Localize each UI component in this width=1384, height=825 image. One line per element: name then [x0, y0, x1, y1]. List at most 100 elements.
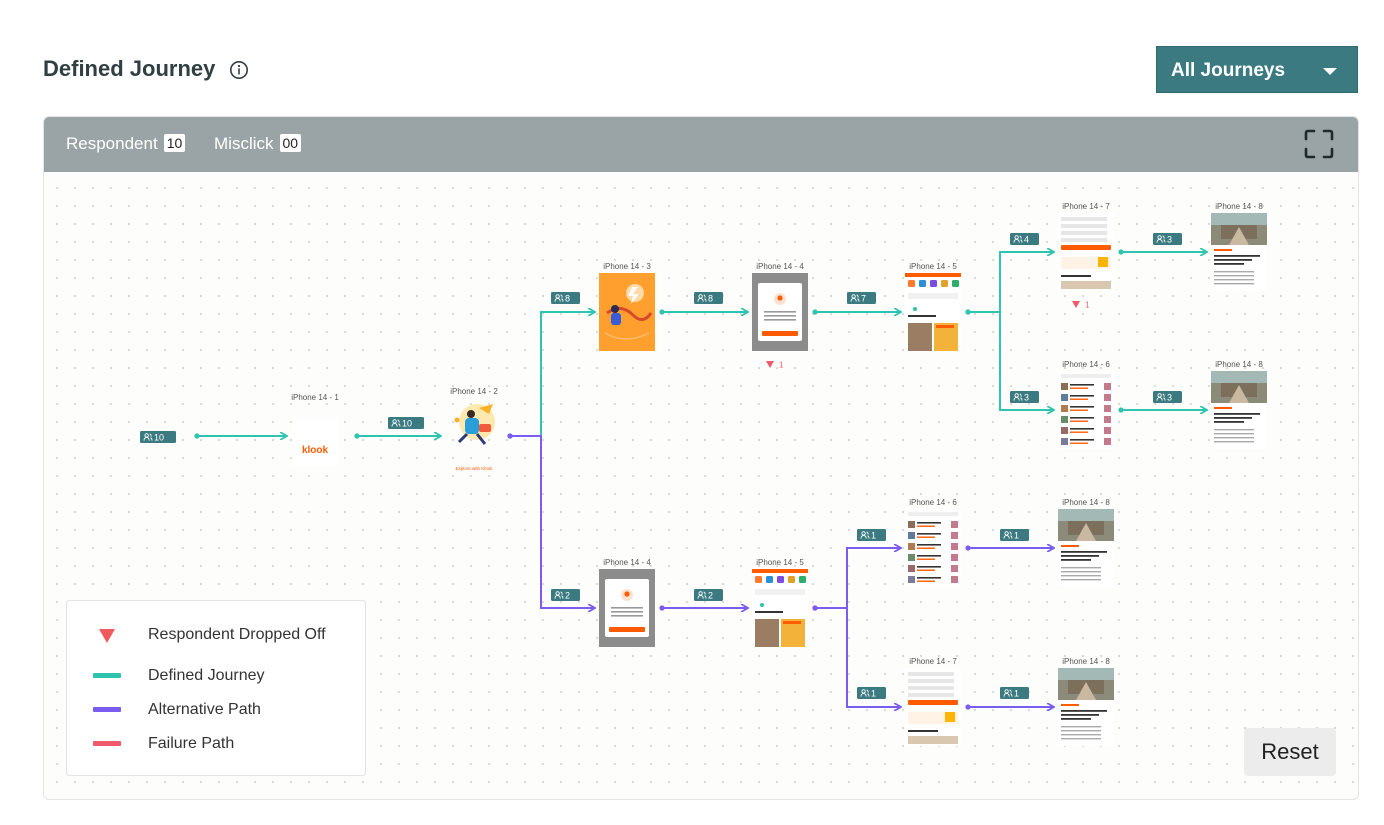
location-pin-icon [624, 591, 630, 597]
expand-icon[interactable] [1304, 129, 1334, 159]
defined-path-edge [965, 309, 1053, 410]
alternative-path-edge [507, 433, 594, 608]
edge-count-badge: 3 [1010, 391, 1039, 403]
edge-start-dot [965, 545, 971, 551]
journey-node[interactable]: iPhone 14 - 7 [1058, 202, 1114, 291]
dropoff-count: 1 [779, 361, 784, 370]
journey-node[interactable]: iPhone 14 - 4 [752, 262, 808, 351]
legend: Respondent Dropped Off Defined Journey A… [66, 600, 366, 776]
people-icon [143, 433, 153, 441]
list-thumbnail [1061, 427, 1068, 434]
respondent-count: 10 [154, 433, 164, 443]
journey-node[interactable]: iPhone 14 - 1 klook [291, 393, 339, 466]
edge-count-badge: 3 [1153, 233, 1182, 245]
node-label: iPhone 14 - 6 [909, 498, 957, 507]
respondent-count: 3 [1167, 393, 1172, 403]
node-label: iPhone 14 - 8 [1215, 360, 1263, 369]
list-thumbnail [908, 554, 915, 561]
defined-path-edge [965, 252, 1053, 315]
journey-node[interactable]: iPhone 14 - 5 [752, 558, 808, 647]
list-thumbnail [1061, 438, 1068, 445]
alternative-path-edge [659, 605, 747, 610]
respondent-count: 3 [1167, 235, 1172, 245]
edge-count-badge: 1 [1000, 529, 1029, 541]
dropoff-triangle-icon [99, 629, 115, 643]
journey-node[interactable]: iPhone 14 - 7 [905, 657, 961, 746]
defined-path-edge [507, 312, 594, 439]
people-icon [391, 419, 401, 427]
edge-count-badge: 2 [694, 589, 723, 601]
journey-filter-dropdown[interactable]: All Journeys [1156, 46, 1358, 93]
respondent-count: 3 [1024, 393, 1029, 403]
edge-count-badge: 8 [694, 292, 723, 304]
node-label: iPhone 14 - 1 [291, 393, 339, 402]
journey-node[interactable]: iPhone 14 - 8 [1058, 498, 1114, 587]
respondent-count: 1 [871, 531, 876, 541]
respondent-count: 7 [861, 294, 866, 304]
people-icon [1156, 235, 1166, 243]
dropoff-marker: 1 [766, 361, 784, 370]
dropoff-count: 1 [1085, 301, 1090, 310]
destination-photo [908, 323, 932, 351]
people-icon [850, 294, 860, 302]
journey-node[interactable]: iPhone 14 - 8 [1058, 657, 1114, 746]
respondent-count-badge: 10 [163, 134, 186, 152]
node-label: iPhone 14 - 2 [450, 387, 498, 396]
alternative-path-edge [965, 704, 1053, 709]
node-label: iPhone 14 - 8 [1062, 657, 1110, 666]
node-label: iPhone 14 - 6 [1062, 360, 1110, 369]
people-icon [860, 689, 870, 697]
respondent-count: 8 [708, 294, 713, 304]
defined-path-edge [1118, 407, 1206, 412]
list-thumbnail [1061, 383, 1068, 390]
node-label: iPhone 14 - 4 [603, 558, 651, 567]
info-circle-icon[interactable] [229, 60, 249, 80]
list-thumbnail [1061, 405, 1068, 412]
legend-failure-label: Failure Path [148, 735, 235, 752]
node-label: iPhone 14 - 7 [909, 657, 957, 666]
misclick-label: Misclick [214, 134, 274, 153]
journey-node[interactable]: iPhone 14 - 6 [1058, 360, 1114, 449]
respondent-count: 1 [1014, 531, 1019, 541]
node-label: iPhone 14 - 7 [1062, 202, 1110, 211]
edge-line [968, 252, 1053, 313]
edge-line [815, 548, 900, 609]
people-icon [860, 531, 870, 539]
edge-start-dot [1118, 249, 1124, 255]
edge-start-dot [659, 605, 665, 611]
legend-failure: Failure Path [67, 735, 365, 759]
node-label: iPhone 14 - 5 [909, 262, 957, 271]
journey-node[interactable]: iPhone 14 - 8 [1211, 202, 1267, 291]
list-thumbnail [908, 521, 915, 528]
people-icon [554, 591, 564, 599]
edge-line [510, 312, 594, 437]
klook-logo: klook [302, 445, 329, 456]
allow-button [762, 331, 798, 336]
defined-path-edge [659, 309, 747, 314]
reset-button[interactable]: Reset [1244, 728, 1336, 776]
legend-dropped-label: Respondent Dropped Off [148, 626, 326, 643]
edge-count-badge: 3 [1153, 391, 1182, 403]
journey-node[interactable]: iPhone 14 - 6 [905, 498, 961, 587]
journey-node[interactable]: iPhone 14 - 3 [599, 262, 655, 351]
journey-node[interactable]: iPhone 14 - 5 [905, 262, 961, 351]
location-pin-icon [777, 295, 783, 301]
journey-node[interactable]: iPhone 14 - 8 [1211, 360, 1267, 449]
legend-alternative-label: Alternative Path [148, 701, 261, 718]
people-icon [1156, 393, 1166, 401]
edge-start-dot [1118, 407, 1124, 413]
journey-node[interactable]: iPhone 14 - 4 [599, 558, 655, 647]
node-label: iPhone 14 - 8 [1062, 498, 1110, 507]
edge-count-badge: 1 [1000, 687, 1029, 699]
people-icon [1003, 689, 1013, 697]
edge-line [815, 607, 900, 707]
legend-alternative: Alternative Path [67, 701, 365, 725]
respondent-count: 10 [402, 419, 412, 429]
edge-start-dot [965, 704, 971, 710]
defined-path-edge [1118, 249, 1206, 254]
edge-start-dot [659, 309, 665, 315]
edge-count-badge: 1 [857, 687, 886, 699]
